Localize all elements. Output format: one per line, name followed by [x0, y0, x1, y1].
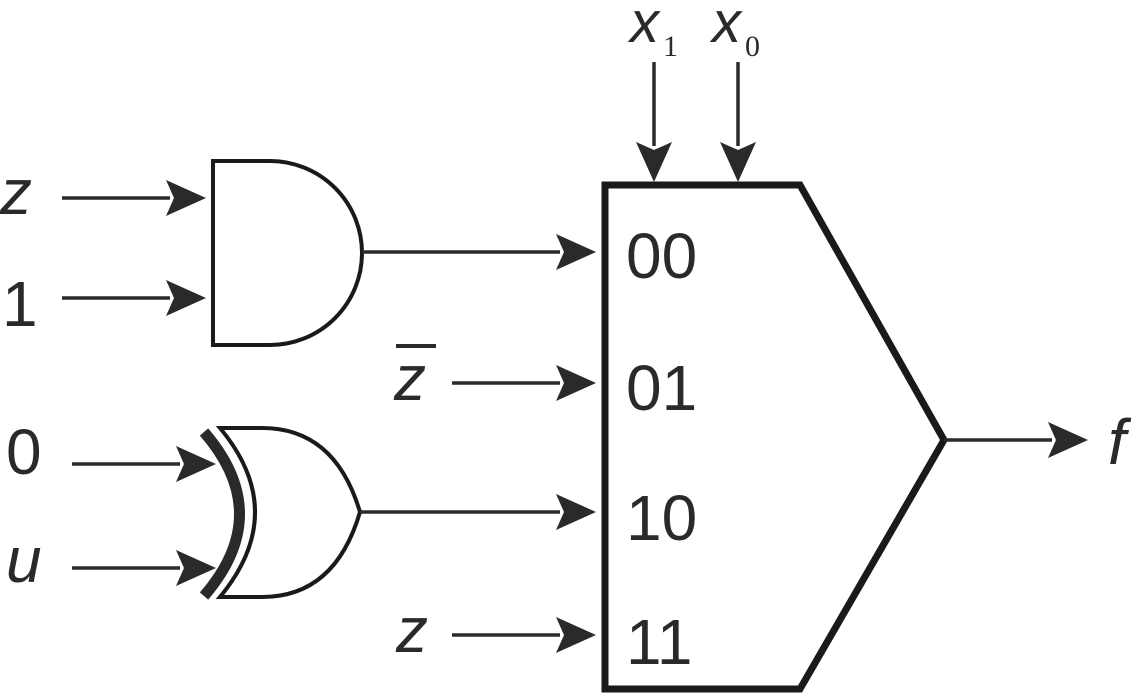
- and-gate: [211, 159, 364, 347]
- label-mux-input-z-bar: z: [393, 342, 426, 414]
- label-mux-input-z: z: [395, 594, 428, 666]
- wire-z-to-mux-11: [452, 617, 596, 653]
- wire-z-bar-to-mux-01: [452, 365, 596, 401]
- select-x0-var: x: [709, 0, 743, 55]
- wire-xor-to-mux-10: [360, 494, 596, 530]
- mux-port-11: 11: [626, 606, 692, 678]
- wire-x0-to-mux: [720, 62, 756, 182]
- label-xor-input-0: 0: [6, 416, 42, 488]
- wire-mux-output: [944, 422, 1088, 458]
- wire-z-to-and: [62, 180, 206, 216]
- wire-1-to-and: [62, 280, 206, 316]
- mux-port-00: 00: [626, 220, 697, 292]
- label-xor-input-u: u: [6, 524, 42, 596]
- wire-0-to-xor: [72, 446, 216, 482]
- mux-port-10: 10: [626, 482, 697, 554]
- label-and-input-z: z: [0, 156, 32, 228]
- multiplexer: [601, 181, 949, 693]
- wire-u-to-xor: [72, 550, 216, 586]
- select-x0-sub: 0: [745, 30, 760, 63]
- label-output-f: f: [1108, 406, 1132, 478]
- select-x1-var: x: [627, 0, 661, 55]
- wire-and-to-mux-00: [362, 234, 596, 270]
- select-x1-sub: 1: [663, 30, 678, 63]
- wire-x1-to-mux: [636, 62, 672, 182]
- label-and-input-1: 1: [2, 268, 38, 340]
- xor-gate: [199, 426, 363, 600]
- mux-port-01: 01: [626, 352, 697, 424]
